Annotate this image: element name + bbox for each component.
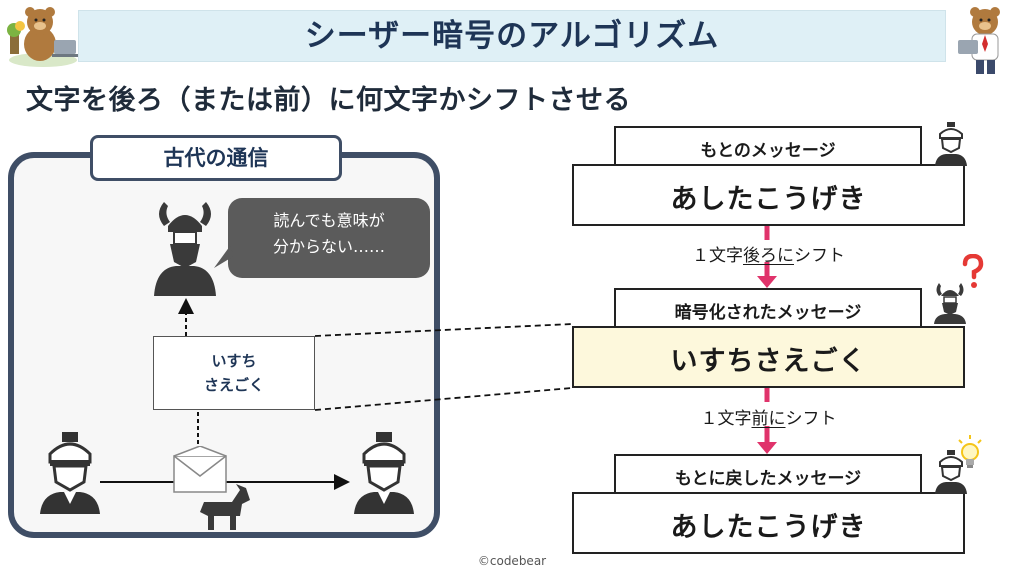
shift2-prefix: １文字 xyxy=(700,409,752,429)
viking-eavesdropper-icon xyxy=(154,202,216,296)
horse-icon xyxy=(200,484,250,530)
bear-mascot-left-icon xyxy=(7,7,78,67)
bear-mascot-right-icon xyxy=(958,7,1000,74)
question-mark-icon xyxy=(962,254,984,288)
subtitle: 文字を後ろ（または前）に何文字かシフトさせる xyxy=(26,85,631,116)
cipher-note-line-2: さえごく xyxy=(203,376,264,394)
shift2-mid: に xyxy=(768,409,786,429)
roman-soldier-small-icon-2 xyxy=(935,450,967,494)
original-header: もとのメッセージ xyxy=(700,141,836,161)
shift1-prefix: １文字 xyxy=(692,246,743,266)
restored-message-box xyxy=(572,492,965,554)
roman-soldier-sender-icon xyxy=(40,432,100,514)
speech-text: 読んでも意味が 分からない…… xyxy=(228,208,430,260)
shift1-suffix: シフト xyxy=(794,246,845,266)
viking-small-icon xyxy=(934,283,966,324)
original-message-box xyxy=(572,164,965,226)
cipher-note-box xyxy=(153,336,315,410)
encrypted-header: 暗号化されたメッセージ xyxy=(674,303,862,323)
cipher-note-line-1: いすち xyxy=(211,352,257,370)
restored-header-box xyxy=(614,454,922,498)
encrypted-message: いすちさえごく xyxy=(670,346,867,377)
ancient-label: 古代の通信 xyxy=(163,146,269,170)
title-banner xyxy=(78,10,946,62)
shift1-direction: 後ろ xyxy=(743,246,777,266)
envelope-icon xyxy=(173,446,227,493)
encrypted-header-box xyxy=(614,288,922,332)
page-title: シーザー暗号のアルゴリズム xyxy=(304,18,720,54)
speech-bubble xyxy=(228,198,430,278)
speech-line-2: 分からない…… xyxy=(272,237,385,256)
shift2-label: １文字前にシフト xyxy=(572,404,965,429)
lightbulb-icon xyxy=(958,435,982,468)
original-header-box xyxy=(614,126,922,170)
roman-soldier-small-icon xyxy=(935,122,967,166)
shift1-mid: に xyxy=(777,246,794,266)
ancient-label-box xyxy=(90,135,342,181)
roman-soldier-receiver-icon xyxy=(354,432,414,514)
speech-bubble-tail xyxy=(214,246,234,268)
restored-message: あしたこうげき xyxy=(670,512,867,543)
shift2-arrow-head xyxy=(757,442,777,454)
shift2-suffix: シフト xyxy=(785,409,837,429)
credit: ©codebear xyxy=(477,554,547,568)
encrypted-message-box xyxy=(572,326,965,388)
shift2-direction: 前 xyxy=(751,409,769,429)
speech-line-1: 読んでも意味が xyxy=(273,211,385,230)
zoom-line-bottom xyxy=(314,387,573,411)
original-message: あしたこうげき xyxy=(670,184,867,215)
restored-header: もとに戻したメッセージ xyxy=(674,469,862,489)
shift1-label: １文字後ろにシフト xyxy=(572,241,965,266)
shift1-arrow-head xyxy=(757,276,777,288)
zoom-line-top xyxy=(314,323,573,337)
